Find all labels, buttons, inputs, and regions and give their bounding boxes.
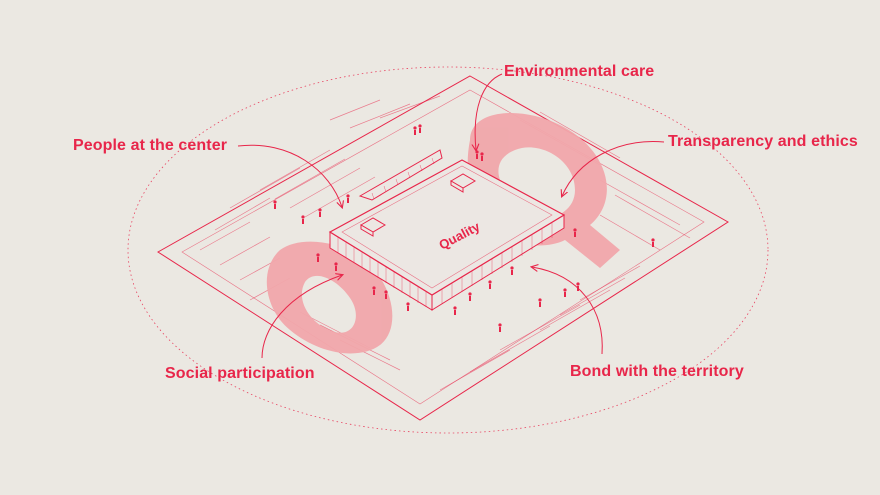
label-bond-territory: Bond with the territory [570,363,744,380]
arrow-people-at-center [237,144,342,207]
arrow-bond-territory [532,267,603,355]
label-social-participation: Social participation [165,365,315,382]
quality-building [328,149,566,311]
arrow-social-participation [261,275,342,359]
site-plane-inner [181,89,705,405]
connector-arrows [237,73,665,359]
label-environmental-care: Environmental care [504,63,655,80]
label-people-at-center: People at the center [73,137,228,154]
arrow-transparency-ethics [562,141,665,196]
arrow-environmental-care [475,73,503,150]
outer-dotted-ellipse [127,66,769,434]
label-transparency-ethics: Transparency and ethics [668,133,858,150]
